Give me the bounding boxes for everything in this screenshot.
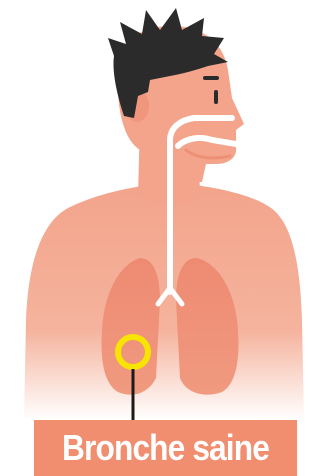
eyebrow [203,76,219,80]
eye [214,90,218,104]
caption-label: Bronche saine [34,420,297,476]
torso [24,184,304,420]
